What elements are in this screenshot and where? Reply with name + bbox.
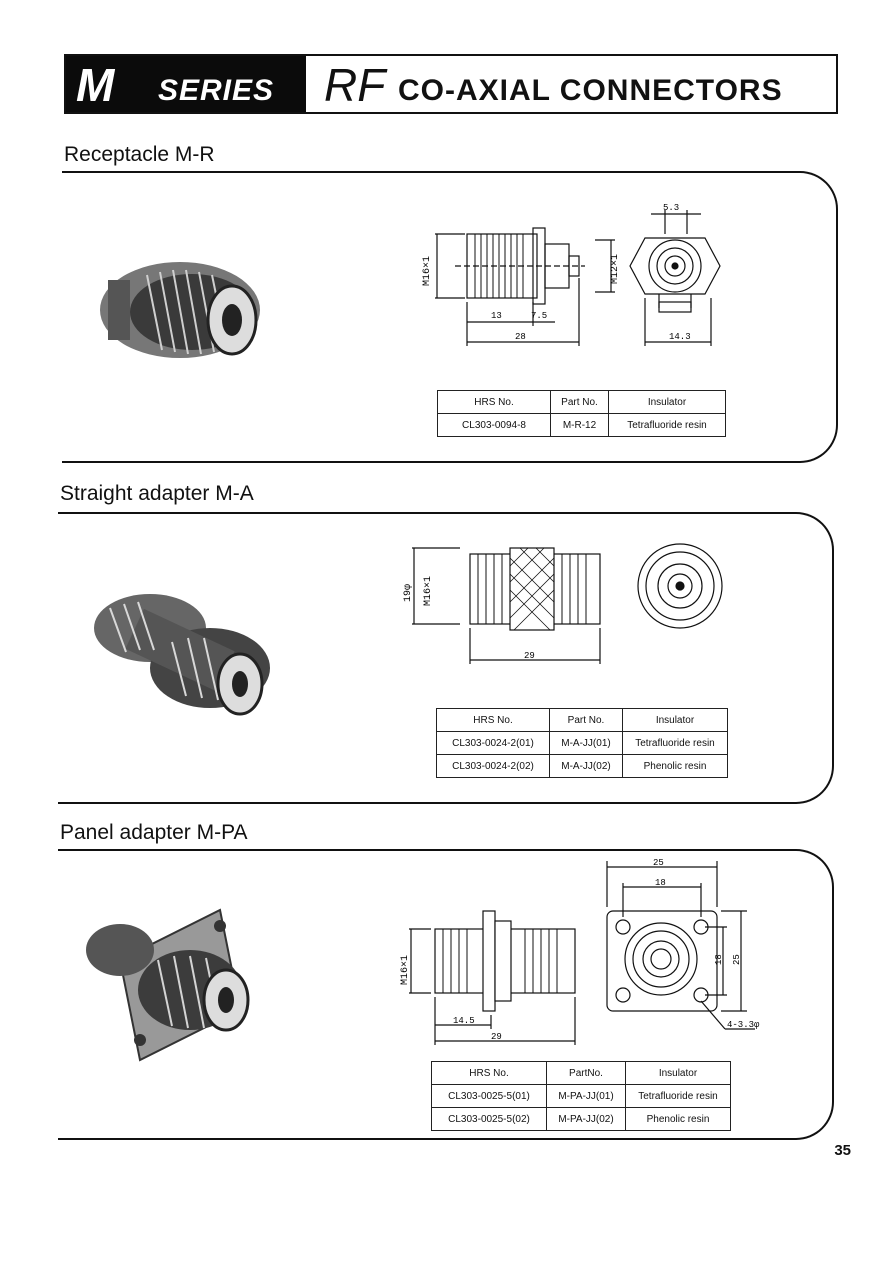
header-series-word: SERIES — [158, 74, 275, 107]
table-header: PartNo. — [546, 1061, 626, 1085]
table-header: Part No. — [549, 708, 623, 732]
table-cell: Tetrafluoride resin — [622, 731, 728, 755]
dim-m16: M16×1 — [422, 256, 433, 286]
table-cell: CL303-0025-5(01) — [431, 1084, 547, 1108]
dim-13: 13 — [491, 311, 502, 321]
dim-18-top: 18 — [655, 878, 666, 888]
table-header: Insulator — [625, 1061, 731, 1085]
dim-14-3: 14.3 — [669, 332, 691, 342]
dim-29: 29 — [524, 651, 535, 661]
table-cell: M-PA-JJ(01) — [546, 1084, 626, 1108]
section-title-panel-adapter: Panel adapter M-PA — [60, 821, 248, 844]
straight-adapter-photo — [94, 594, 270, 716]
table-cell: M-A-JJ(02) — [549, 754, 623, 778]
panel-adapter-drawing: M16×1 14.5 29 25 18 18 25 4-3.3φ — [400, 858, 760, 1045]
table-cell: CL303-0024-2(01) — [436, 731, 550, 755]
table-cell: CL303-0025-5(02) — [431, 1107, 547, 1131]
dim-25-top: 25 — [653, 858, 664, 868]
table-header: Part No. — [550, 390, 609, 414]
dim-29: 29 — [491, 1032, 502, 1042]
header-rf: RF — [324, 59, 386, 111]
table-row: CL303-0025-5(01) M-PA-JJ(01) Tetrafluori… — [431, 1084, 731, 1108]
header-banner: M SERIES RF CO-AXIAL CONNECTORS — [64, 54, 838, 114]
table-cell: CL303-0094-8 — [437, 413, 551, 437]
dim-m16: M16×1 — [400, 955, 411, 985]
table-cell: CL303-0024-2(02) — [436, 754, 550, 778]
dim-m16: M16×1 — [423, 576, 434, 606]
table-cell: Tetrafluoride resin — [608, 413, 726, 437]
section-frame-receptacle — [62, 171, 838, 463]
table-cell: Phenolic resin — [622, 754, 728, 778]
section-title-straight-adapter: Straight adapter M-A — [60, 482, 254, 505]
spec-table-straight-adapter: HRS No. Part No. Insulator CL303-0024-2(… — [436, 708, 728, 778]
dim-14-5: 14.5 — [453, 1016, 475, 1026]
dim-5-3: 5.3 — [663, 203, 679, 213]
table-row: CL303-0025-5(02) M-PA-JJ(02) Phenolic re… — [431, 1107, 731, 1131]
section-title-receptacle: Receptacle M-R — [64, 143, 215, 166]
dim-18-side: 18 — [714, 954, 724, 965]
header-title: CO-AXIAL CONNECTORS — [398, 74, 783, 107]
receptacle-drawing: M16×1 M12×1 13 7.5 28 5.3 14.3 — [422, 203, 721, 346]
receptacle-photo — [100, 262, 260, 358]
table-header: HRS No. — [431, 1061, 547, 1085]
header-black-block — [66, 56, 306, 112]
section-frame-straight-adapter — [58, 512, 834, 804]
section-frame-panel-adapter — [58, 849, 834, 1140]
table-header: HRS No. — [436, 708, 550, 732]
table-header: HRS No. — [437, 390, 551, 414]
table-cell: Tetrafluoride resin — [625, 1084, 731, 1108]
table-cell: M-PA-JJ(02) — [546, 1107, 626, 1131]
table-cell: Phenolic resin — [625, 1107, 731, 1131]
straight-adapter-drawing: 19φ M16×1 29 — [403, 543, 723, 664]
panel-adapter-photo — [86, 908, 250, 1062]
dim-7-5: 7.5 — [531, 311, 547, 321]
table-cell: M-A-JJ(01) — [549, 731, 623, 755]
table-row: CL303-0094-8 M-R-12 Tetrafluoride resin — [437, 413, 726, 437]
table-header: Insulator — [608, 390, 726, 414]
dim-28: 28 — [515, 332, 526, 342]
dim-holes: 4-3.3φ — [727, 1020, 760, 1030]
spec-table-panel-adapter: HRS No. PartNo. Insulator CL303-0025-5(0… — [431, 1061, 731, 1131]
header-series-letter: M — [76, 59, 115, 111]
table-cell: M-R-12 — [550, 413, 609, 437]
dim-m12: M12×1 — [610, 254, 621, 284]
page-number: 35 — [834, 1142, 851, 1159]
dim-19: 19φ — [403, 584, 414, 602]
spec-table-receptacle: HRS No. Part No. Insulator CL303-0094-8 … — [437, 390, 726, 437]
dim-25-side: 25 — [732, 954, 742, 965]
table-header: Insulator — [622, 708, 728, 732]
table-row: CL303-0024-2(02) M-A-JJ(02) Phenolic res… — [436, 754, 728, 778]
table-row: CL303-0024-2(01) M-A-JJ(01) Tetrafluorid… — [436, 731, 728, 755]
